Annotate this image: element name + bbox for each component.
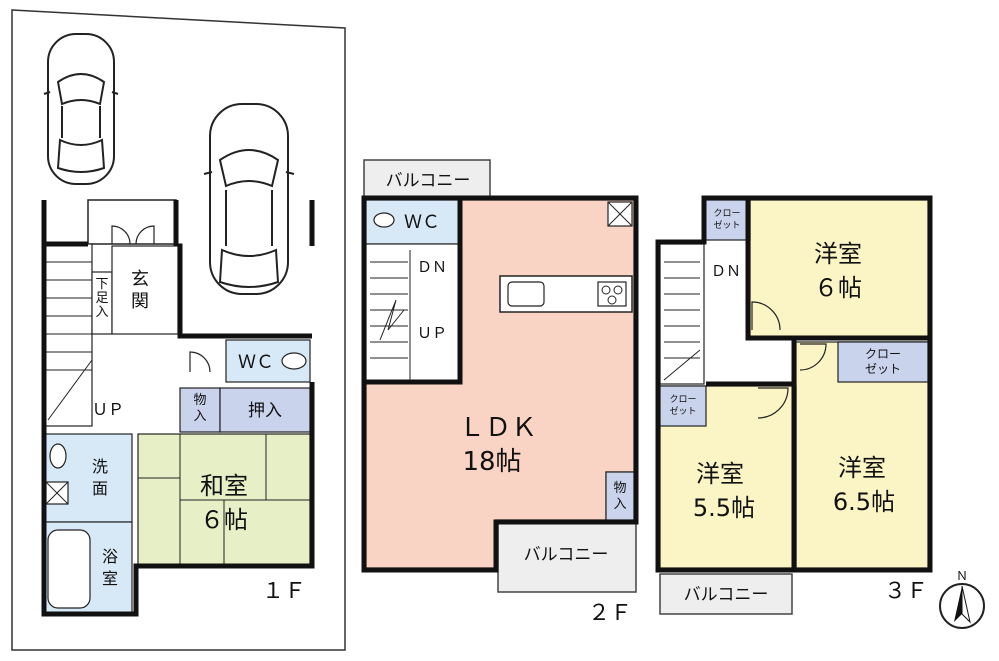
walls-2f	[361, 195, 639, 573]
balcony-2f-bottom-label: バルコニー	[524, 545, 609, 565]
storage-1f	[179, 387, 221, 433]
oshiire-room	[219, 387, 311, 433]
stairs-2f	[365, 243, 461, 383]
floor-3-label: ３Ｆ	[884, 579, 928, 604]
porch	[87, 199, 177, 245]
compass-icon: Ｎ	[939, 569, 985, 629]
compass-north-label: Ｎ	[956, 569, 968, 583]
geta-label: 下足入	[95, 277, 108, 320]
bathtub-icon	[47, 529, 91, 609]
ldk-size: 18帖	[462, 447, 521, 477]
genkan-label: 玄関	[131, 269, 149, 312]
floor-2: バルコニー バルコニー ＷＣ ＤＮ ＵＰ ＬＤＫ 18帖 物入 ２Ｆ	[361, 159, 639, 626]
door-swing	[757, 387, 789, 419]
closet-a	[703, 199, 751, 241]
car-icon	[43, 33, 119, 185]
closet-b-label: クローゼット	[669, 394, 696, 417]
walls-1f	[41, 200, 315, 617]
toilet-icon	[373, 212, 395, 228]
door-swing	[799, 343, 827, 371]
balcony-2f-bottom	[497, 519, 637, 593]
door-swing	[111, 225, 131, 245]
dn-2f-label: ＤＮ	[417, 258, 447, 276]
closet-a-label: クローゼット	[713, 208, 740, 231]
genkan-room	[111, 245, 179, 335]
balcony-2f-top-label: バルコニー	[386, 171, 471, 191]
mono-2f-label: 物入	[613, 481, 626, 512]
wc-2f-label: ＷＣ	[404, 212, 440, 233]
sink-icon	[507, 281, 545, 307]
room-a	[749, 199, 929, 339]
oshiire-label: 押入	[248, 401, 282, 421]
floor-2-label: ２Ｆ	[588, 601, 632, 626]
tatami-lines	[138, 434, 310, 566]
room-a-size: ６帖	[814, 274, 862, 302]
washitsu-name: 和室	[200, 472, 248, 500]
stairs-1f	[43, 243, 93, 427]
storage-2f	[605, 471, 635, 521]
toilet-icon	[281, 352, 307, 370]
room-c-name: 洋室	[838, 454, 886, 482]
yokushitsu-label: 浴室	[102, 547, 118, 588]
balcony-3f	[659, 573, 793, 615]
door-swing	[751, 301, 781, 331]
floor-1: 玄関 下足入 ＷＣ ＵＰ 物入 押入 洗面 浴室 和室 ６帖 １Ｆ	[11, 9, 346, 651]
door-swing	[189, 351, 211, 373]
closet-c-label: クローゼット	[865, 347, 901, 376]
walls-3f	[655, 195, 933, 573]
washitsu-size: ６帖	[200, 506, 248, 534]
closet-b	[659, 385, 707, 427]
ldk-name: ＬＤＫ	[459, 413, 537, 443]
room-b-name: 洋室	[696, 460, 744, 488]
floor-1-label: １Ｆ	[262, 579, 306, 604]
balcony-3f-label: バルコニー	[684, 585, 769, 605]
balcony-2f-top	[363, 159, 491, 199]
room-b-size: 5.5帖	[693, 494, 755, 522]
senmen-label: 洗面	[92, 457, 108, 498]
car-icon	[203, 103, 295, 295]
door-swing	[135, 225, 155, 245]
stove-icon	[597, 281, 627, 307]
sink-icon	[49, 443, 67, 469]
room-c-size: 6.5帖	[833, 488, 895, 516]
dn-3f-label: ＤＮ	[711, 262, 741, 280]
mono-1f-label: 物入	[193, 393, 206, 424]
up-2f-label: ＵＰ	[417, 324, 447, 342]
up-1f-label: ＵＰ	[92, 400, 124, 419]
stairs-3f	[659, 243, 705, 385]
room-a-name: 洋室	[814, 240, 862, 268]
floor-3: ＤＮ 洋室 ６帖 洋室 5.5帖 洋室 6.5帖 クローゼット クローゼット ク…	[655, 195, 933, 615]
wc-1f-label: ＷＣ	[238, 352, 274, 373]
